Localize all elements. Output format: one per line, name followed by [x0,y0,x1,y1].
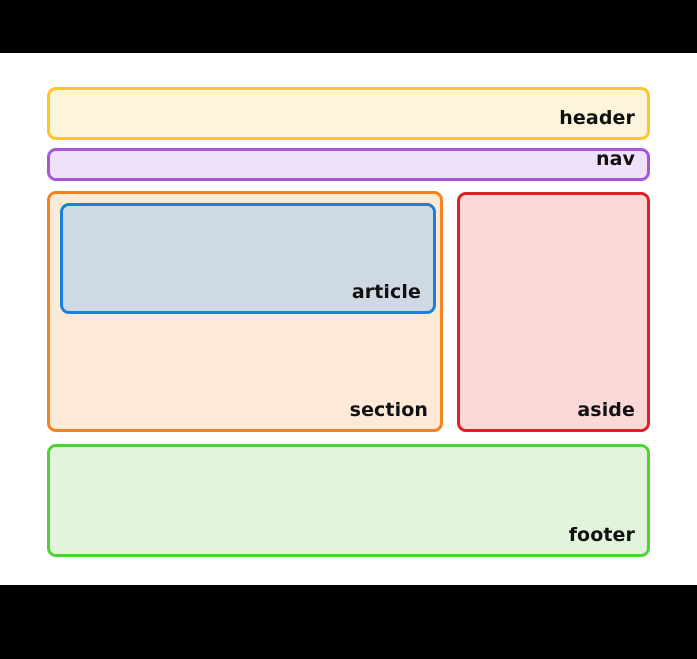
region-section[interactable]: article section [47,191,443,432]
region-footer-label: footer [568,524,635,546]
region-article-label: article [351,281,421,303]
region-header[interactable]: header [47,87,650,140]
region-article[interactable]: article [60,203,436,314]
diagram-canvas: header nav article section aside footer [0,53,697,585]
letterbox-bar-bottom [0,585,697,659]
region-nav-label: nav [595,148,635,170]
region-nav[interactable]: nav [47,148,650,181]
region-section-label: section [349,399,428,421]
letterbox-bar-top [0,0,697,53]
region-aside[interactable]: aside [457,192,650,432]
region-footer[interactable]: footer [47,444,650,557]
region-aside-label: aside [577,399,635,421]
region-header-label: header [559,107,635,129]
